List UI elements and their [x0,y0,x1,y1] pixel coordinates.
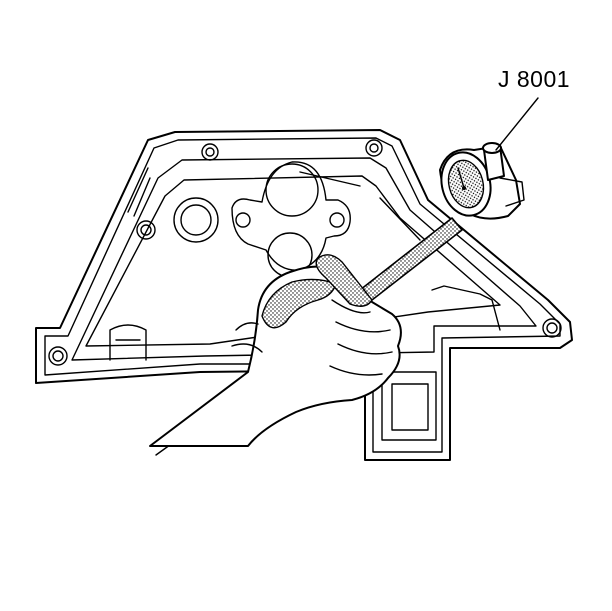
dial-indicator-tool [359,97,539,301]
engine-front-cover-outline [35,129,573,461]
hand [149,254,402,447]
tool-callout-label: J 8001 [498,66,571,92]
